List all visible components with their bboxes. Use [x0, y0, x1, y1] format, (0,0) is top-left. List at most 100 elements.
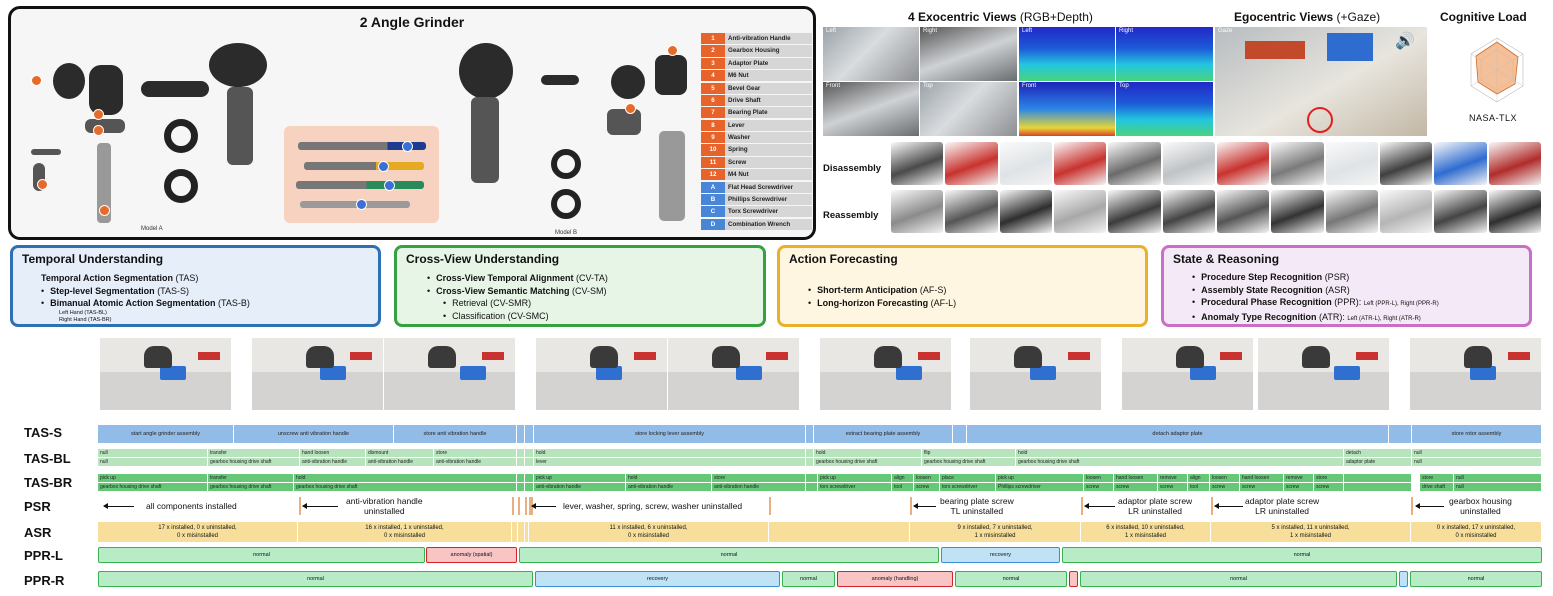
parts-row-number: 10: [701, 144, 725, 156]
tas-bl-object: anti-vibration handle: [300, 458, 366, 466]
grinder-motor-a: [227, 87, 253, 165]
asr-line1: 16 x installed, 1 x uninstalled,: [365, 525, 444, 531]
psr-arrow: [1214, 503, 1243, 509]
parts-row-name: Flat Head Screwdriver: [725, 181, 812, 193]
assembly-thumbnail: [1434, 190, 1487, 233]
frame-floor: [820, 372, 951, 410]
tas-br-verb: hand loosen: [1114, 474, 1158, 482]
tas-br-object: torx screwdriver: [818, 483, 892, 491]
tas-br-object: screw: [1284, 483, 1314, 491]
frame-red-tray: [1068, 352, 1090, 360]
tool-badge-b: [378, 161, 389, 172]
gearbox-housing-part: [53, 63, 85, 99]
tas-bl-verb: hold: [1016, 449, 1344, 457]
assembly-thumbnail: [891, 142, 944, 185]
exo-title-main: 4 Exocentric Views: [908, 10, 1017, 24]
tas-s-item: Step-level Segmentation (TAS-S): [41, 285, 250, 298]
state-list: Procedure Step Recognition (PSR) Assembl…: [1192, 271, 1439, 325]
parts-row-name: Gearbox Housing: [725, 45, 812, 57]
exo-title-sub: (RGB+Depth): [1019, 10, 1093, 24]
tas-br-object: gearbox housing drive shaft: [294, 483, 517, 491]
cv-ta-item: Cross-View Temporal Alignment (CV-TA): [427, 272, 608, 285]
tas-br-object: [1344, 483, 1412, 491]
parts-row-number: 12: [701, 169, 725, 181]
tas-br-object: drive shaft: [1420, 483, 1454, 491]
assembly-thumbnail: [945, 190, 998, 233]
tas-bl-verb: [525, 449, 534, 457]
tas-s-segment: detach adaptor plate: [967, 425, 1389, 443]
asr-line2: 1 x misinstalled: [1124, 533, 1166, 539]
asr-line2: 0 x misinstalled: [176, 533, 218, 539]
asr-segment: 9 x installed, 7 x uninstalled,1 x misin…: [910, 522, 1081, 542]
asr-line1: 17 x installed, 0 x uninstalled,: [158, 525, 237, 531]
tas-br-verb: hold: [294, 474, 517, 482]
tas-br-object: screw: [914, 483, 940, 491]
assembly-thumbnail: [1488, 142, 1541, 185]
asr-segment: 0 x installed, 17 x uninstalled,0 x misi…: [1411, 522, 1542, 542]
forecast-title: Action Forecasting: [789, 252, 898, 266]
tas-bl-object: [525, 458, 534, 466]
parts-row-name: Drive Shaft: [725, 94, 812, 107]
parts-row-name: Anti-vibration Handle: [725, 33, 812, 45]
depth-view-front: Front: [1019, 82, 1115, 136]
exo-views-title: 4 Exocentric Views (RGB+Depth): [908, 10, 1093, 24]
tas-s-segment: [953, 425, 967, 443]
psr-step-line1: anti-vibration handle: [346, 496, 423, 506]
frame-blue-bin: [736, 366, 762, 380]
frame-floor: [1122, 372, 1253, 410]
psr-step-line2: LR uninstalled: [1255, 506, 1310, 516]
psr-step-label: all components installed: [146, 501, 237, 511]
tas-br-verb: loosen: [1210, 474, 1240, 482]
psr-step-tick: [910, 497, 912, 515]
parts-row-name: Adaptor Plate: [725, 57, 812, 69]
tas-bl-verb: transfer: [208, 449, 300, 457]
psr-step-line2: uninstalled: [363, 506, 405, 516]
frame-blue-bin: [460, 366, 486, 380]
motor-b-part: [659, 131, 685, 221]
tas-bl-object: adaptor plate: [1344, 458, 1412, 466]
tas-bl-verb: dismount: [366, 449, 434, 457]
gaze-circle: [1307, 107, 1333, 133]
assembly-thumbnail: [1054, 190, 1107, 233]
video-frame: [1122, 338, 1253, 410]
rgb-view-right: Right: [920, 27, 1017, 81]
parts-row-number: 7: [701, 107, 725, 119]
temporal-list: Temporal Action Segmentation (TAS) Step-…: [41, 272, 250, 324]
tas-s-segment: [806, 425, 814, 443]
ppr-l-segment: normal: [519, 547, 939, 563]
ring-b2: [551, 189, 581, 219]
asr-segment: [518, 522, 525, 542]
temporal-understanding-box: Temporal Understanding Temporal Action S…: [10, 245, 381, 327]
video-frame: [668, 338, 799, 410]
tas-bl-verb: [806, 449, 814, 457]
tas-br-verb: align: [892, 474, 914, 482]
tas-bl-object: [517, 458, 525, 466]
frame-person: [1014, 346, 1042, 368]
tas-br-verb: align: [1188, 474, 1210, 482]
parts-row-number: 8: [701, 119, 725, 131]
ppr-r-segment: normal: [782, 571, 835, 587]
frame-person: [144, 346, 172, 368]
flat-head-screwdriver: [298, 142, 426, 150]
frame-red-tray: [634, 352, 656, 360]
ppr-r-segment: anomaly (handling): [837, 571, 953, 587]
frame-blue-bin: [320, 366, 346, 380]
assembly-thumbnail: [1108, 142, 1161, 185]
tas-bl-verb: store: [434, 449, 517, 457]
ppr-item: Procedural Phase Recognition (PPR): Left…: [1192, 296, 1439, 311]
model-a-exploded: [31, 33, 141, 233]
assembly-thumbnail: [1325, 142, 1378, 185]
rgb-view-top: Top: [920, 82, 1017, 136]
assembly-thumbnail: [1162, 142, 1215, 185]
parts-row-name: Screw: [725, 156, 812, 168]
tas-bl-verb: null: [1412, 449, 1542, 457]
part-badge-1: [31, 75, 42, 86]
parts-row-name: Spring: [725, 144, 812, 156]
psr-step-line1: adaptor plate screw: [1118, 496, 1193, 506]
psr-step-line2: LR uninstalled: [1128, 506, 1183, 516]
